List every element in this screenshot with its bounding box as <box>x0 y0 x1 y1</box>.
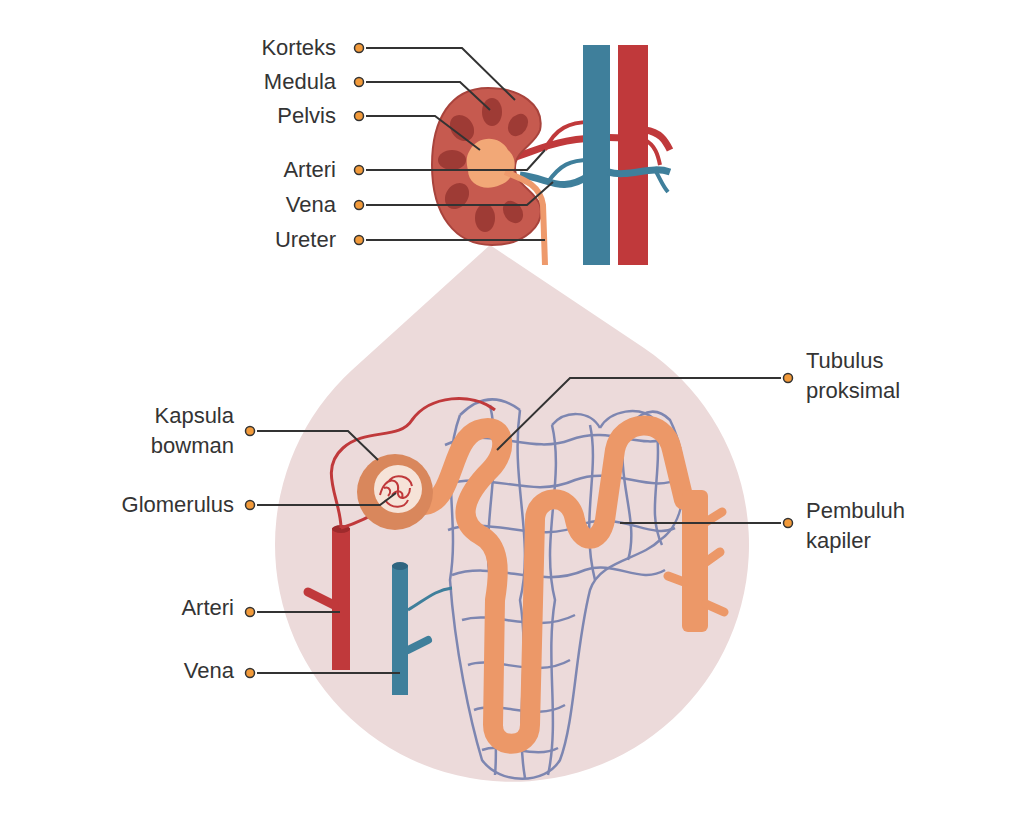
leader-dot <box>246 608 255 617</box>
leader-lines <box>497 378 781 450</box>
capillary-network <box>589 425 595 580</box>
part-label: Pembuluh kapiler <box>806 496 941 555</box>
renal-vessels <box>512 45 670 265</box>
renal-vessels <box>608 170 670 174</box>
kidney <box>432 88 541 245</box>
part-label: Medula <box>196 67 336 97</box>
bowman-capsule <box>357 454 433 530</box>
leader-dot <box>355 236 364 245</box>
leader-lines <box>366 82 490 110</box>
leader-dot <box>355 44 364 53</box>
bowman-capsule <box>374 465 422 513</box>
leader-lines <box>366 116 480 150</box>
capillary-network <box>468 660 570 668</box>
nephron-vessels <box>392 562 408 570</box>
kidney <box>432 88 545 265</box>
leader-dot <box>246 501 255 510</box>
kidney <box>482 98 502 126</box>
part-label: Vena <box>104 656 234 686</box>
leader-dot <box>246 44 793 678</box>
nephron-tubules <box>425 426 724 744</box>
leader-lines <box>257 672 400 674</box>
nephron-tubules <box>668 512 724 612</box>
capillary-network <box>452 568 665 578</box>
renal-vessels <box>583 45 610 265</box>
leader-lines <box>366 48 515 100</box>
renal-vessels <box>645 140 660 165</box>
capillary-network <box>445 399 684 778</box>
nephron-vessels <box>408 640 428 650</box>
part-label: Glomerulus <box>94 490 234 520</box>
bowman-capsule <box>357 454 433 530</box>
leader-dot <box>355 78 364 87</box>
leader-lines <box>366 150 545 170</box>
part-label: Arteri <box>104 593 234 623</box>
renal-vessels <box>618 45 648 265</box>
nephron-vessels <box>332 528 350 670</box>
nephron-tubules <box>425 426 684 744</box>
leader-dot <box>784 519 793 528</box>
leader-lines <box>366 182 553 205</box>
renal-vessels <box>655 170 668 192</box>
part-label: Korteks <box>196 33 336 63</box>
leader-lines <box>257 493 396 505</box>
zoom-region <box>275 245 749 782</box>
part-label: Tubulus proksimal <box>806 346 956 405</box>
leader-lines <box>366 239 545 241</box>
leader-lines <box>257 48 781 673</box>
leader-lines <box>620 522 781 524</box>
kidney <box>438 150 466 170</box>
nephron-vessels <box>392 565 408 695</box>
leader-dot <box>784 374 793 383</box>
leader-dot <box>246 669 255 678</box>
part-label: Kapsula bowman <box>104 401 234 460</box>
nephron-vessels <box>308 592 334 605</box>
part-label: Arteri <box>196 155 336 185</box>
leader-dot <box>355 112 364 121</box>
part-label: Vena <box>196 190 336 220</box>
part-label: Ureter <box>196 225 336 255</box>
kidney <box>440 178 474 214</box>
part-label: Pelvis <box>196 101 336 131</box>
kidney <box>499 197 528 227</box>
kidney <box>504 110 533 140</box>
kidney <box>505 172 545 265</box>
leader-dot <box>246 427 255 436</box>
kidney <box>438 98 532 232</box>
leader-lines <box>257 611 340 613</box>
leader-dot <box>355 166 364 175</box>
capillary-network <box>548 425 556 775</box>
nephron-vessels <box>408 588 452 610</box>
capillary-network <box>462 615 575 623</box>
leader-lines <box>257 431 378 460</box>
kidney <box>475 204 495 232</box>
capillary-network <box>552 414 600 428</box>
leader-dot <box>355 201 364 210</box>
